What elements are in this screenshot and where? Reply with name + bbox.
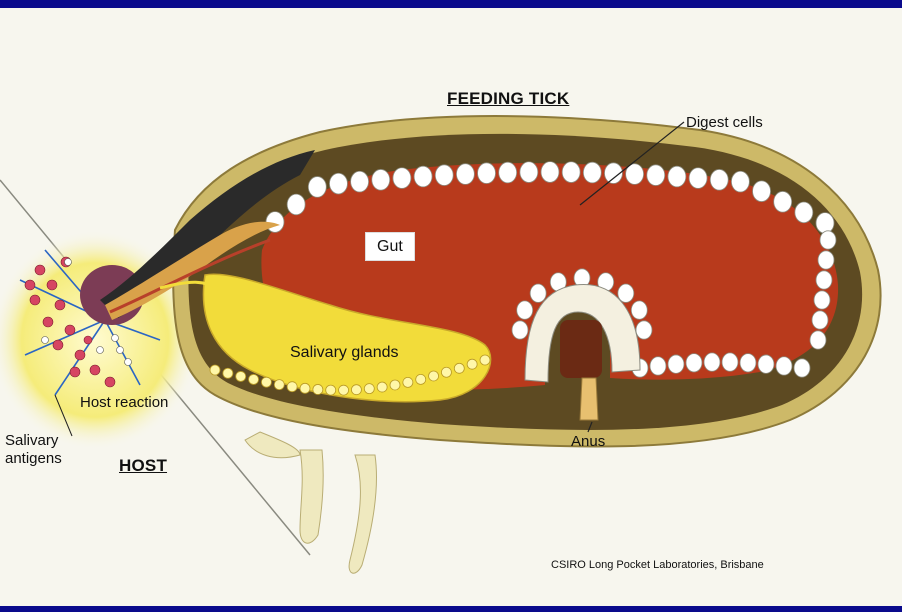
digest-cell xyxy=(740,354,756,372)
digest-cell xyxy=(816,213,834,234)
digest-cell xyxy=(372,169,390,190)
gland-acinus xyxy=(287,382,297,392)
digest-cell xyxy=(753,181,771,202)
digest-cell xyxy=(530,284,546,302)
anus-duct xyxy=(580,378,598,420)
digest-cell xyxy=(704,353,720,371)
label-anus: Anus xyxy=(571,433,605,450)
gland-acinus xyxy=(210,365,220,375)
gland-acinus xyxy=(467,359,477,369)
gland-acinus xyxy=(351,385,361,395)
gland-acinus xyxy=(480,355,490,365)
digest-cell xyxy=(647,165,665,186)
label-host-reaction: Host reaction xyxy=(80,394,168,411)
gland-acinus xyxy=(390,380,400,390)
digest-cell xyxy=(820,231,836,249)
digest-cell xyxy=(812,311,828,329)
digest-cell xyxy=(794,359,810,377)
gland-acinus xyxy=(236,371,246,381)
digest-cell xyxy=(689,168,707,189)
digest-cell xyxy=(435,165,453,186)
digest-cell xyxy=(287,194,305,215)
digest-cell xyxy=(562,162,580,183)
diagram-title: FEEDING TICK xyxy=(447,90,569,107)
digest-cell xyxy=(668,166,686,187)
tick-legs xyxy=(245,432,377,573)
label-salivary-antigens: Salivary antigens xyxy=(5,432,62,468)
gland-acinus xyxy=(364,384,374,394)
digest-cell xyxy=(329,173,347,194)
gland-acinus xyxy=(274,380,284,390)
digest-cell xyxy=(512,321,528,339)
digest-cell xyxy=(456,164,474,185)
digest-cell xyxy=(636,321,652,339)
gland-acinus xyxy=(441,367,451,377)
digest-cell xyxy=(520,162,538,183)
gland-acinus xyxy=(403,377,413,387)
credit-line: CSIRO Long Pocket Laboratories, Brisbane xyxy=(551,557,764,574)
gland-acinus xyxy=(223,368,233,378)
label-salivary-glands: Salivary glands xyxy=(290,344,399,361)
gland-acinus xyxy=(261,377,271,387)
gland-acinus xyxy=(339,385,349,395)
gland-acinus xyxy=(377,382,387,392)
digest-cell xyxy=(814,291,830,309)
label-gut: Gut xyxy=(365,232,415,261)
digest-cell xyxy=(583,162,601,183)
rectal-sac xyxy=(560,320,602,378)
digest-cell xyxy=(541,162,559,183)
digest-cell xyxy=(758,355,774,373)
digest-cell xyxy=(351,171,369,192)
digest-cell xyxy=(650,357,666,375)
digest-cell xyxy=(499,162,517,183)
gland-acinus xyxy=(416,374,426,384)
gland-acinus xyxy=(326,385,336,395)
digest-cell xyxy=(722,353,738,371)
digest-cell xyxy=(776,357,792,375)
digest-cell xyxy=(308,177,326,198)
digest-cell xyxy=(810,331,826,349)
digest-cell xyxy=(818,251,834,269)
digest-cell xyxy=(710,169,728,190)
digest-cell xyxy=(816,271,832,289)
gland-acinus xyxy=(429,371,439,381)
gland-acinus xyxy=(300,383,310,393)
digest-cell xyxy=(393,168,411,189)
digest-cell xyxy=(686,354,702,372)
gland-acinus xyxy=(313,384,323,394)
digest-cell xyxy=(668,355,684,373)
label-digest-cells: Digest cells xyxy=(686,114,763,131)
gland-acinus xyxy=(249,374,259,384)
digest-cell xyxy=(731,171,749,192)
digest-cell xyxy=(774,191,792,212)
digest-cell xyxy=(631,301,647,319)
digest-cell xyxy=(478,163,496,184)
digest-cell xyxy=(517,301,533,319)
label-host: HOST xyxy=(119,457,167,474)
digest-cell xyxy=(414,166,432,187)
gland-acinus xyxy=(454,363,464,373)
digest-cell xyxy=(795,202,813,223)
